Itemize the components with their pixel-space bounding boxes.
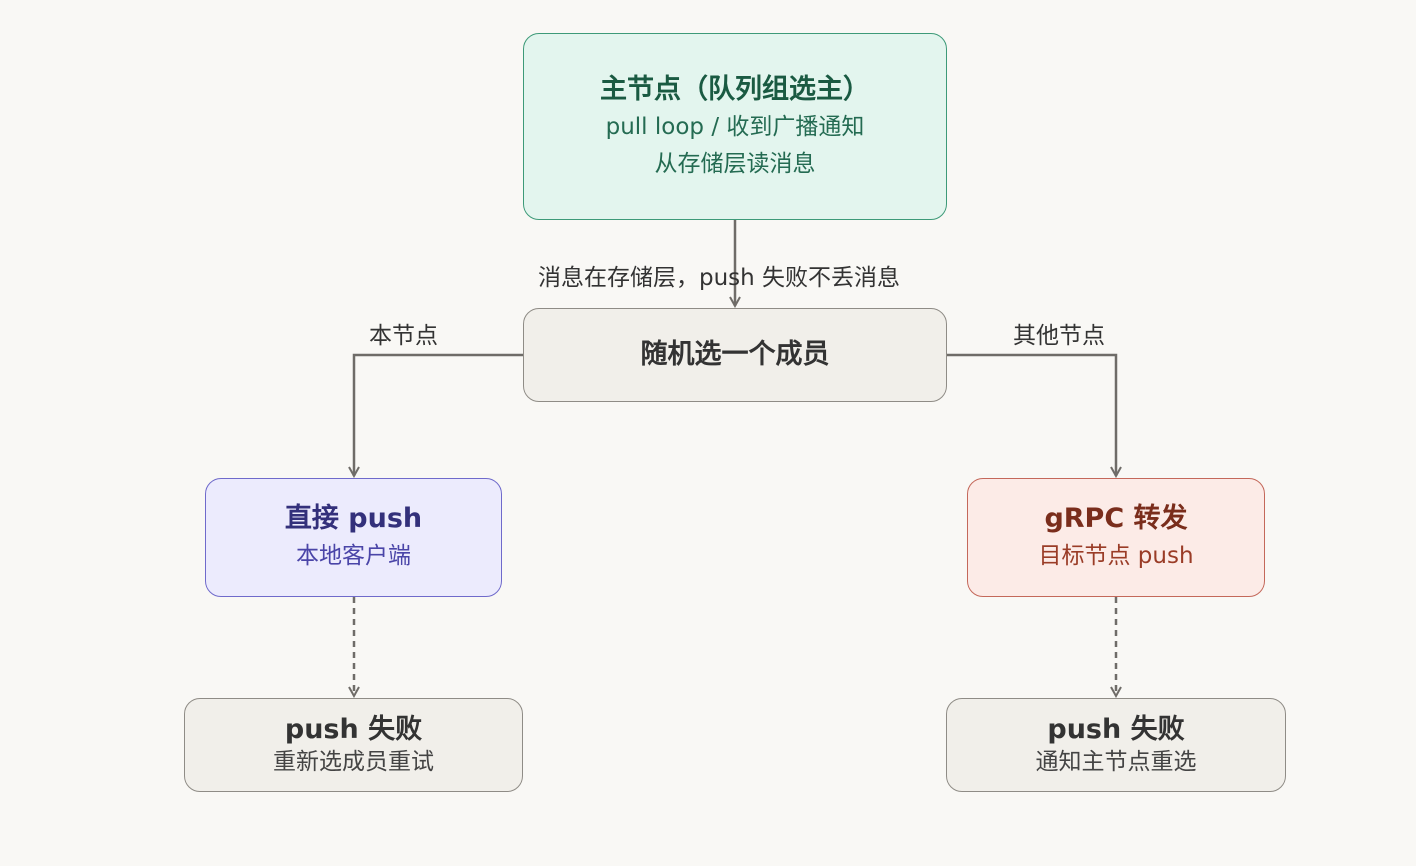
direct-push-title: 直接 push — [284, 503, 423, 534]
random-select-title: 随机选一个成员 — [640, 339, 830, 370]
grpc-forward-title: gRPC 转发 — [1044, 503, 1188, 534]
edge-random-to-grpc — [947, 353, 1116, 476]
push-fail-remote-sub: 通知主节点重选 — [1035, 749, 1197, 775]
push-fail-local-title: push 失败 — [284, 714, 423, 745]
master-node: 主节点（队列组选主） pull loop / 收到广播通知 从存储层读消息 — [523, 33, 947, 220]
edge-label-local-node: 本节点 — [369, 323, 438, 349]
push-fail-local-sub: 重新选成员重试 — [273, 749, 434, 775]
edge-label-other-node: 其他节点 — [1013, 323, 1105, 349]
grpc-forward-node: gRPC 转发 目标节点 push — [967, 478, 1265, 597]
master-node-title: 主节点（队列组选主） — [600, 73, 870, 105]
edge-random-to-direct — [354, 353, 523, 476]
grpc-forward-sub: 目标节点 push — [1038, 543, 1194, 569]
master-node-line2: 从存储层读消息 — [654, 150, 816, 177]
push-fail-local-node: push 失败 重新选成员重试 — [184, 698, 523, 792]
random-select-node: 随机选一个成员 — [523, 308, 947, 402]
edge-label-storage: 消息在存储层，push 失败不丢消息 — [538, 265, 901, 291]
push-fail-remote-node: push 失败 通知主节点重选 — [946, 698, 1286, 792]
master-node-line1: pull loop / 收到广播通知 — [605, 113, 865, 140]
direct-push-node: 直接 push 本地客户端 — [205, 478, 502, 597]
push-fail-remote-title: push 失败 — [1047, 714, 1185, 745]
direct-push-sub: 本地客户端 — [296, 543, 411, 569]
